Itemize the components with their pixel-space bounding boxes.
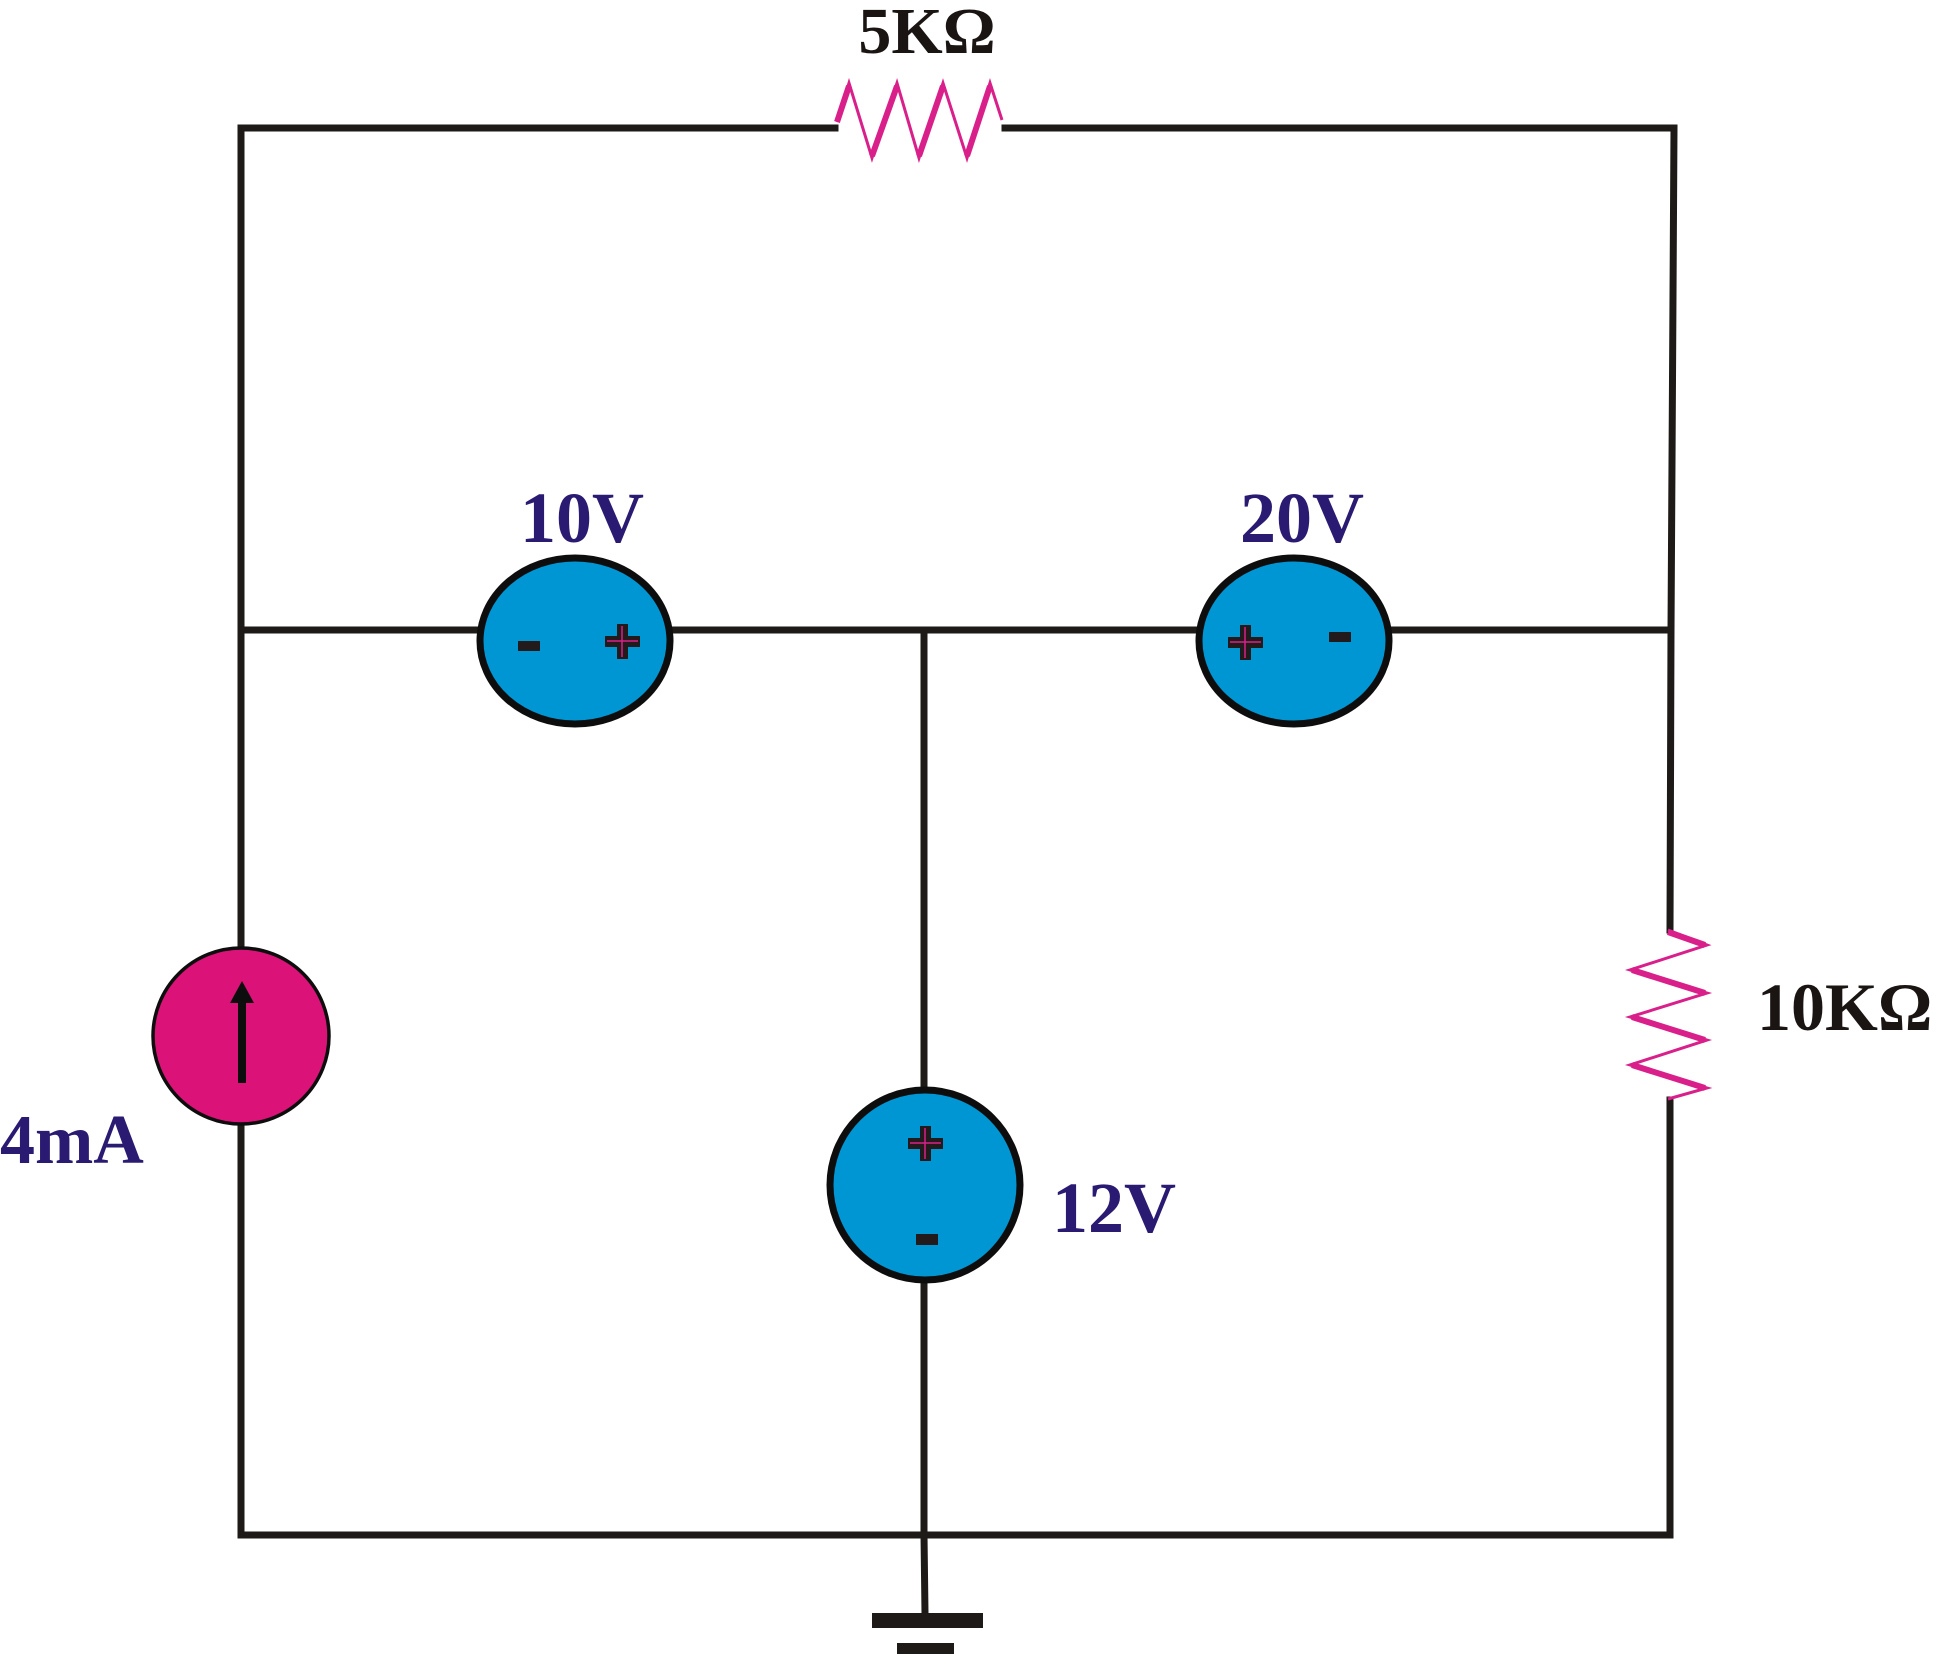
voltage-source-20v: 20V xyxy=(1195,478,1393,728)
minus-sign-icon xyxy=(518,641,540,651)
current-source-4ma: 4mA xyxy=(0,946,331,1179)
resistor-right: 10KΩ xyxy=(1624,928,1932,1101)
plus-sign-icon xyxy=(1228,625,1263,660)
ground-bar-wide xyxy=(872,1613,983,1628)
resistor-top-stroke-2 xyxy=(916,85,946,157)
wire-ground-lead xyxy=(920,1531,929,1617)
resistor-top-stroke-1 xyxy=(869,84,900,158)
voltage-source-10v: 10V xyxy=(476,478,674,728)
wire-top-right xyxy=(1001,124,1678,634)
plus-sign-icon xyxy=(605,624,640,659)
current-source-4ma-label: 4mA xyxy=(0,1102,144,1179)
voltage-source-10v-body xyxy=(476,554,674,728)
voltage-source-20v-body xyxy=(1195,554,1393,728)
resistor-right-label: 10KΩ xyxy=(1757,969,1932,1045)
voltage-source-12v: 12V xyxy=(826,1086,1176,1284)
voltage-source-10v-label: 10V xyxy=(520,478,644,558)
wire-top-left xyxy=(237,124,839,1539)
resistor-top-label: 5KΩ xyxy=(858,0,995,68)
wires xyxy=(237,124,1678,1617)
resistor-top-stroke-3 xyxy=(964,85,993,157)
resistor-right-stroke-1 xyxy=(1631,967,1706,996)
voltage-source-20v-label: 20V xyxy=(1240,478,1364,558)
minus-sign-icon xyxy=(1329,632,1351,642)
resistor-right-stroke-0 xyxy=(1667,929,1706,948)
resistor-right-stroke-3 xyxy=(1631,1062,1706,1091)
arrow-up-icon xyxy=(230,981,254,1003)
plus-sign-icon xyxy=(908,1126,943,1161)
wire-right-upper xyxy=(1666,626,1675,934)
voltage-source-12v-label: 12V xyxy=(1052,1168,1176,1248)
wire-right-lower xyxy=(237,1096,1674,1539)
resistor-right-stroke-2 xyxy=(1631,1014,1706,1043)
resistor-top-lead-left xyxy=(834,85,852,123)
minus-sign-icon xyxy=(916,1234,938,1245)
ground-bar-small xyxy=(897,1643,954,1654)
resistor-top: 5KΩ xyxy=(834,0,1004,164)
ground-icon xyxy=(872,1613,983,1654)
voltage-source-12v-body xyxy=(826,1086,1024,1284)
